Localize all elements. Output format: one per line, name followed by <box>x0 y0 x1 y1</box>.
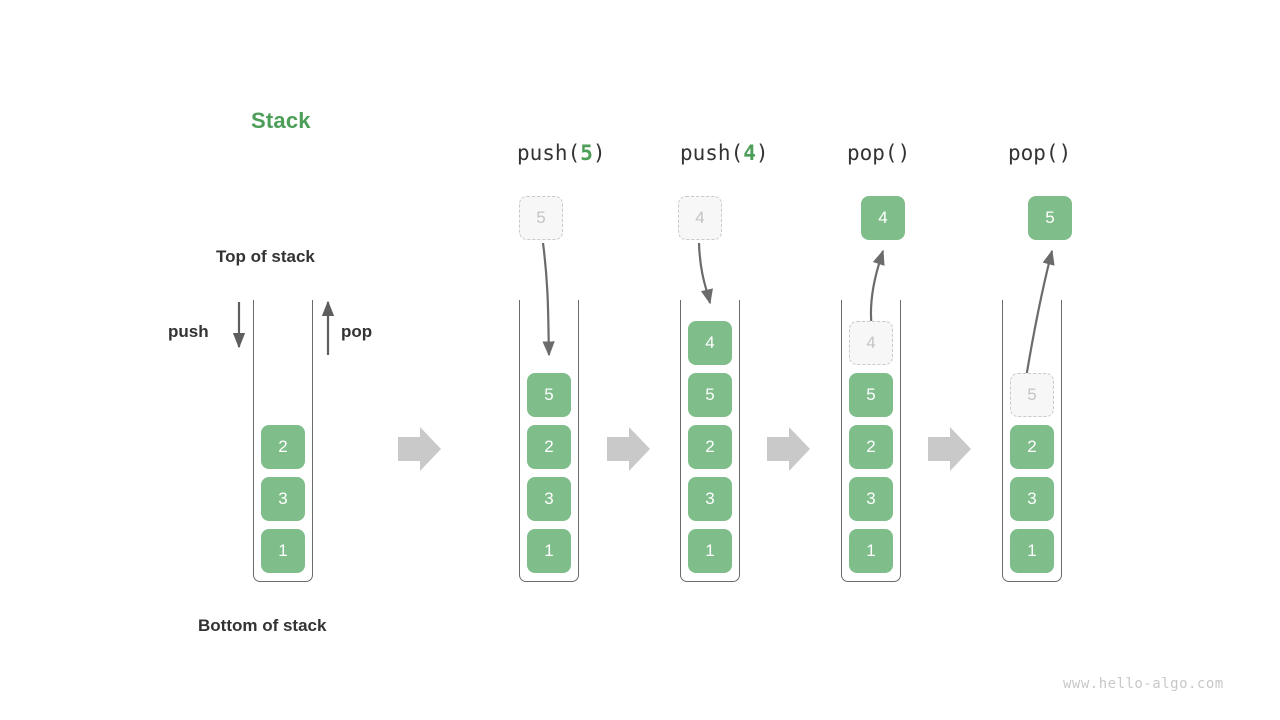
incoming-ghost-cell: 4 <box>678 196 722 240</box>
transition-arrow <box>607 427 650 471</box>
stack-cell: 1 <box>1010 529 1054 573</box>
stack-cell: 1 <box>261 529 305 573</box>
op-label-suffix: ) <box>755 141 769 165</box>
page-title: Stack <box>251 108 311 133</box>
stack-cell: 2 <box>849 425 893 469</box>
op-label-pop-2: pop() <box>1008 141 1071 165</box>
stack-cell: 5 <box>527 373 571 417</box>
stack-cell: 3 <box>688 477 732 521</box>
stack-cell: 3 <box>261 477 305 521</box>
motion-arrow-push-4 <box>697 242 713 305</box>
transition-arrow <box>928 427 971 471</box>
stack-cell: 3 <box>849 477 893 521</box>
stack-cell: 5 <box>688 373 732 417</box>
op-label-push-5: push(5) <box>517 141 606 165</box>
stack-cell: 2 <box>261 425 305 469</box>
label-bottom-of-stack: Bottom of stack <box>198 616 327 635</box>
op-label-suffix: ) <box>592 141 606 165</box>
stack-cell: 2 <box>688 425 732 469</box>
stack-cell: 2 <box>527 425 571 469</box>
op-label-prefix: pop() <box>1008 141 1072 165</box>
transition-arrow <box>398 427 441 471</box>
label-pop: pop <box>341 322 373 341</box>
stack-cell: 1 <box>849 529 893 573</box>
op-label-arg: 4 <box>743 141 756 165</box>
op-label-prefix: push( <box>680 141 744 165</box>
stack-cell: 3 <box>1010 477 1054 521</box>
op-label-prefix: pop() <box>847 141 911 165</box>
stack-cell: 1 <box>527 529 571 573</box>
label-top-of-stack: Top of stack <box>216 247 315 266</box>
incoming-ghost-cell: 5 <box>519 196 563 240</box>
transition-arrow <box>767 427 810 471</box>
watermark: www.hello-algo.com <box>1063 676 1224 692</box>
label-push: push <box>168 322 209 341</box>
op-label-arg: 5 <box>580 141 593 165</box>
stack-container-push-4 <box>680 300 740 582</box>
stack-cell: 2 <box>1010 425 1054 469</box>
op-label-push-4: push(4) <box>680 141 769 165</box>
stack-container-initial <box>253 300 313 582</box>
removed-ghost-cell: 4 <box>849 321 893 365</box>
stack-cell: 4 <box>688 321 732 365</box>
stack-cell: 5 <box>849 373 893 417</box>
stack-container-pop-1 <box>841 300 901 582</box>
removed-ghost-cell: 5 <box>1010 373 1054 417</box>
stack-container-push-5 <box>519 300 579 582</box>
popped-cell: 5 <box>1028 196 1072 240</box>
stack-cell: 3 <box>527 477 571 521</box>
stack-container-pop-2 <box>1002 300 1062 582</box>
op-label-pop-1: pop() <box>847 141 910 165</box>
op-label-prefix: push( <box>517 141 581 165</box>
popped-cell: 4 <box>861 196 905 240</box>
stack-cell: 1 <box>688 529 732 573</box>
